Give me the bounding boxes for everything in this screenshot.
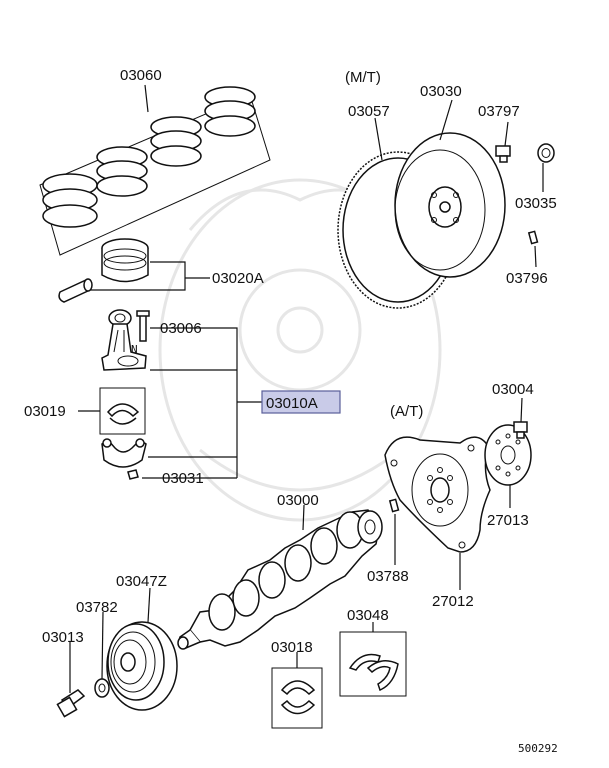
label-03796: 03796 — [506, 270, 548, 287]
label-27012: 27012 — [432, 593, 474, 610]
label-03010a: 03010A — [266, 395, 318, 412]
figure-number: 500292 — [518, 742, 558, 755]
label-03020a: 03020A — [212, 270, 264, 287]
dowel-pin[interactable] — [527, 230, 539, 245]
note-at: (A/T) — [390, 403, 423, 420]
label-03000: 03000 — [277, 492, 319, 509]
label-03788: 03788 — [367, 568, 409, 585]
label-03797: 03797 — [478, 103, 520, 120]
piston-rings-group[interactable] — [39, 84, 271, 256]
flywheel-bolt[interactable] — [495, 145, 511, 163]
label-03018: 03018 — [271, 639, 313, 656]
drive-plate-at[interactable] — [384, 436, 491, 553]
label-03048: 03048 — [347, 607, 389, 624]
crankshaft[interactable] — [177, 509, 383, 650]
label-03013: 03013 — [42, 629, 84, 646]
crankshaft-pin[interactable] — [388, 498, 400, 513]
label-03019: 03019 — [24, 403, 66, 420]
label-03782: 03782 — [76, 599, 118, 616]
adapter-plate[interactable] — [484, 424, 532, 486]
highlight-03010a[interactable] — [261, 390, 341, 414]
pulley-washer[interactable] — [94, 678, 110, 698]
connecting-rod[interactable]: N — [101, 309, 150, 371]
label-03004: 03004 — [492, 381, 534, 398]
pulley-bolt[interactable] — [56, 689, 86, 718]
label-27013: 27013 — [487, 512, 529, 529]
drive-plate-bolt[interactable] — [513, 421, 528, 439]
label-03006: 03006 — [160, 320, 202, 337]
thrust-washers[interactable] — [339, 631, 407, 697]
pilot-bearing[interactable] — [537, 143, 555, 163]
conrod-bearing-upper[interactable] — [99, 387, 146, 435]
crank-pulley[interactable] — [106, 621, 178, 711]
label-03057: 03057 — [348, 103, 390, 120]
watermark-emblem — [158, 178, 442, 522]
conrod-cap[interactable] — [101, 438, 147, 480]
label-03035: 03035 — [515, 195, 557, 212]
label-03047z: 03047Z — [116, 573, 167, 590]
label-03031: 03031 — [162, 470, 204, 487]
note-mt: (M/T) — [345, 69, 381, 86]
label-03030: 03030 — [420, 83, 462, 100]
label-03060: 03060 — [120, 67, 162, 84]
main-bearing[interactable] — [271, 667, 323, 729]
flywheel-mt[interactable] — [337, 132, 506, 309]
svg-text:N: N — [131, 343, 138, 356]
piston-and-pin[interactable] — [58, 238, 210, 303]
